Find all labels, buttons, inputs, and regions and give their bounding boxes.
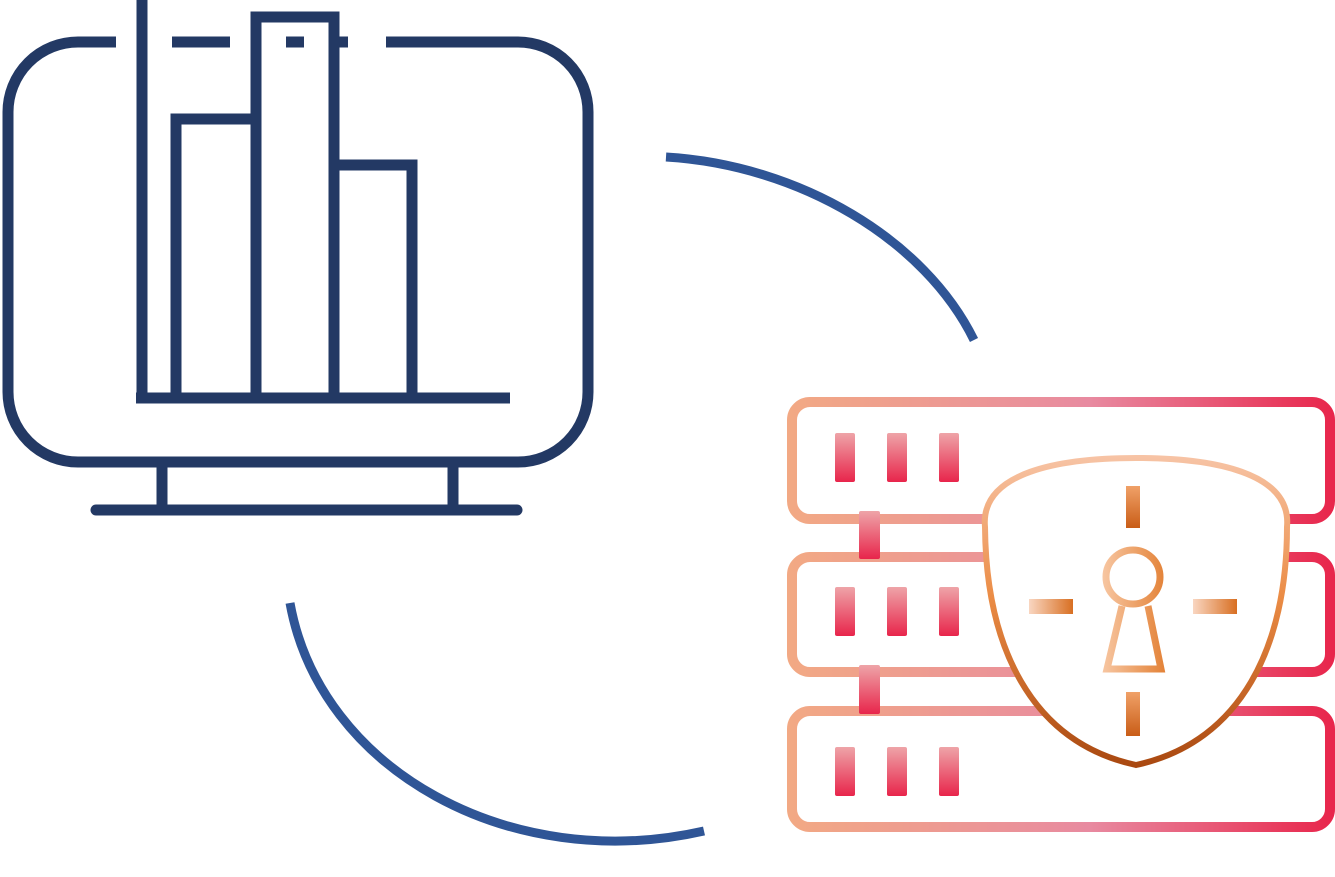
monitor-screen-frame	[2, 36, 594, 468]
chart-bar-3	[328, 159, 418, 404]
chart-bar-2	[250, 11, 340, 404]
server-led	[887, 747, 907, 796]
shield-mark-bottom	[1126, 692, 1140, 736]
server-led	[835, 587, 855, 636]
keyhole-icon	[1102, 546, 1166, 673]
shield-mark-top	[1126, 486, 1140, 528]
server-led	[939, 587, 959, 636]
connector-arc-top	[665, 152, 979, 342]
server-led	[887, 433, 907, 482]
server-led	[835, 433, 855, 482]
connector-arcs	[285, 152, 979, 846]
shield-body	[981, 454, 1291, 769]
shield-mark-right	[1193, 599, 1237, 614]
server-led	[887, 587, 907, 636]
server-led	[835, 747, 855, 796]
server-link	[859, 665, 880, 714]
shield-mark-left	[1029, 599, 1073, 614]
connector-arc-bottom	[285, 602, 705, 846]
server-link	[859, 511, 880, 559]
chart-bar-1	[170, 113, 262, 404]
server-led	[939, 433, 959, 482]
monitor-icon	[2, 0, 594, 516]
server-led	[939, 747, 959, 796]
shield-keyhole-icon	[981, 454, 1291, 769]
